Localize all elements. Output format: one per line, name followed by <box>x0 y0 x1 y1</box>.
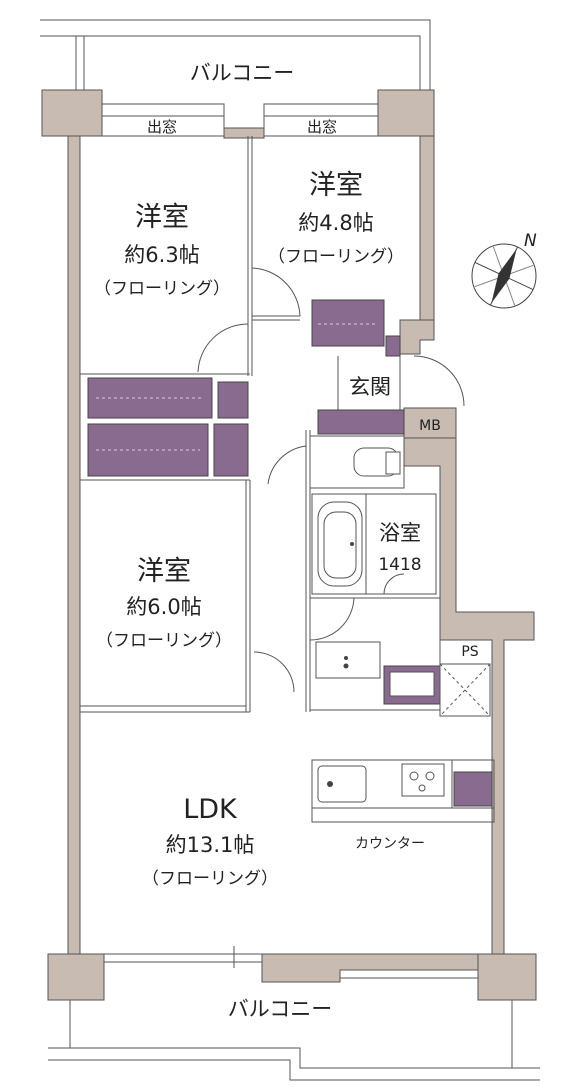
wash-basin <box>315 641 381 679</box>
western-3-size: 約6.0帖 <box>126 595 201 619</box>
interior-partitions <box>80 136 495 823</box>
ps-label: PS <box>461 644 478 660</box>
shoe-closet <box>317 409 405 435</box>
storage-units <box>87 299 493 807</box>
bay-window-left: 出窓 <box>101 103 225 137</box>
ldk-floor: （フローリング） <box>142 869 278 889</box>
bay-window-left-label: 出窓 <box>147 118 177 136</box>
wall-left <box>67 135 81 955</box>
bay-window-right-label: 出窓 <box>307 118 337 136</box>
western-2-floor: （フローリング） <box>268 247 404 267</box>
door-entrance <box>413 355 465 407</box>
mb-label: MB <box>419 418 441 434</box>
door-toilet <box>267 445 307 485</box>
door-bath <box>383 573 405 595</box>
western-1-name: 洋室 <box>135 202 189 233</box>
pillar-top-right <box>377 89 435 137</box>
doors <box>197 267 465 693</box>
label-western-1: 洋室 約6.3帖 （フローリング） <box>94 202 230 299</box>
label-ldk: LDK 約13.1帖 （フローリング） <box>142 794 278 889</box>
balcony-bottom: バルコニー <box>48 997 540 1081</box>
door-western-3 <box>253 651 295 693</box>
stove <box>401 763 445 797</box>
door-washroom <box>309 597 355 641</box>
compass-north-label: N <box>524 231 537 251</box>
closet-western-2 <box>311 299 385 347</box>
door-western-1 <box>197 323 249 373</box>
closet-western-3-upper <box>87 423 209 477</box>
exterior-walls <box>41 89 537 1001</box>
entrance-label: 玄関 <box>349 375 391 399</box>
western-3-name: 洋室 <box>137 556 191 587</box>
western-3-floor: （フローリング） <box>96 631 232 651</box>
western-1-size: 約6.3帖 <box>124 243 199 267</box>
balcony-top: バルコニー <box>40 19 431 90</box>
kitchen-storage <box>453 771 493 807</box>
bath-name: 浴室 <box>379 521 421 545</box>
ldk-size: 約13.1帖 <box>166 833 255 857</box>
balcony-bottom-label: バルコニー <box>228 997 333 1021</box>
bay-window-right: 出窓 <box>263 103 379 137</box>
counter-label: カウンター <box>355 836 425 852</box>
compass: N <box>471 231 537 309</box>
balcony-top-label: バルコニー <box>190 61 295 85</box>
windows-bottom <box>103 946 479 979</box>
pillar-top-left <box>41 89 103 137</box>
label-western-2: 洋室 約4.8帖 （フローリング） <box>268 170 404 267</box>
western-2-name: 洋室 <box>309 170 363 201</box>
fixtures <box>315 447 491 803</box>
bath-size: 1418 <box>378 555 421 575</box>
wall-right-upper <box>419 135 435 341</box>
western-1-floor: （フローリング） <box>94 279 230 299</box>
label-western-3: 洋室 約6.0帖 （フローリング） <box>96 556 232 651</box>
refrigerator-space <box>439 663 491 717</box>
ldk-name: LDK <box>183 794 238 825</box>
pillar-bottom-left <box>47 953 105 1001</box>
western-2-size: 約4.8帖 <box>298 211 373 235</box>
compass-needle-icon <box>491 248 517 304</box>
pillar-bottom-right <box>477 953 537 1001</box>
kitchen-sink <box>317 765 367 803</box>
door-western-2 <box>251 267 301 317</box>
